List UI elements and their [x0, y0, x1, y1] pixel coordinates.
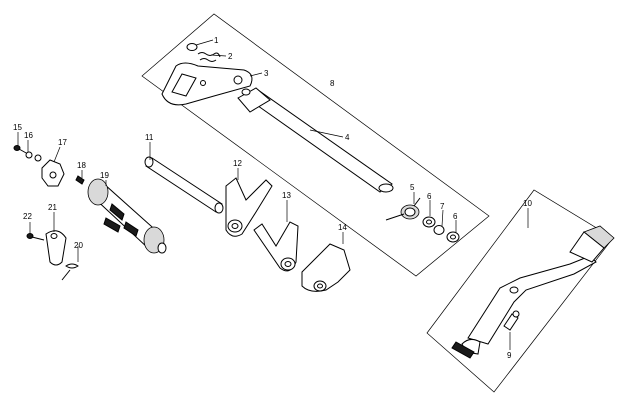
callout-13: 13 [282, 191, 291, 200]
clip-and-spring [186, 43, 221, 62]
stopper-arm-parts [26, 230, 79, 281]
callout-16: 16 [24, 131, 33, 140]
callout-15: 15 [13, 123, 22, 132]
callout-8: 8 [330, 79, 335, 88]
callout-2: 2 [228, 52, 233, 61]
callout-10: 10 [523, 199, 532, 208]
callout-17: 17 [58, 138, 67, 147]
callout-3: 3 [264, 69, 269, 78]
shift-shaft [237, 87, 394, 193]
callout-7: 7 [440, 202, 445, 211]
shift-fork-12 [225, 177, 273, 237]
callout-4: 4 [345, 133, 350, 142]
callout-6a: 6 [427, 192, 432, 201]
shift-drum [87, 178, 167, 254]
shift-arm-plate [161, 62, 253, 106]
callout-18: 18 [77, 161, 86, 170]
callout-numbers: 1 2 3 4 5 6 6 7 8 9 10 11 12 13 14 15 16… [13, 36, 532, 360]
callout-6b: 6 [453, 212, 458, 221]
group-outline-8 [141, 13, 490, 277]
shift-pedal [451, 225, 615, 359]
fork-shaft [144, 156, 224, 214]
callout-22: 22 [23, 212, 32, 221]
shift-fork-13 [253, 221, 299, 272]
pedal-bolt [503, 310, 520, 331]
callout-20: 20 [74, 241, 83, 250]
callout-9: 9 [507, 351, 512, 360]
callout-11: 11 [145, 133, 154, 142]
callout-5: 5 [410, 183, 415, 192]
shift-fork-14 [301, 243, 351, 292]
callout-1: 1 [214, 36, 219, 45]
drum-stopper-parts [13, 145, 85, 187]
callout-14: 14 [338, 223, 347, 232]
leader-lines [17, 39, 529, 350]
return-spring [385, 197, 421, 221]
callout-12: 12 [233, 159, 242, 168]
callout-21: 21 [48, 203, 57, 212]
washers [422, 216, 460, 243]
callout-19: 19 [100, 171, 109, 180]
